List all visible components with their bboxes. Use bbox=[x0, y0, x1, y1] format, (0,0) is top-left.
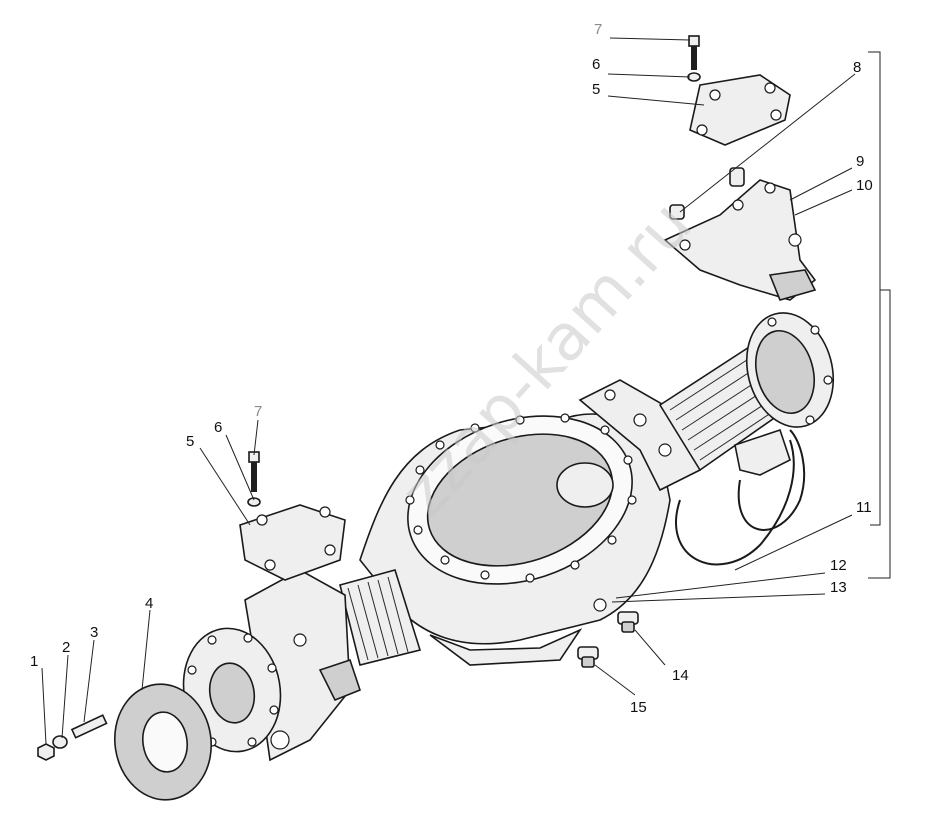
leader-lines bbox=[41, 37, 856, 745]
top-bolt bbox=[688, 35, 700, 70]
stud bbox=[70, 714, 108, 739]
label-11: 11 bbox=[856, 499, 872, 516]
label-5b: 5 bbox=[592, 81, 600, 98]
label-5a: 5 bbox=[186, 433, 194, 450]
label-7b: 7 bbox=[594, 21, 602, 38]
left-bolt bbox=[248, 451, 260, 492]
lock-washer bbox=[52, 735, 68, 749]
label-14: 14 bbox=[672, 667, 689, 684]
plug-15 bbox=[577, 646, 599, 668]
label-8: 8 bbox=[853, 59, 861, 76]
top-clamp-plate bbox=[689, 74, 791, 146]
left-axle-tube bbox=[182, 569, 422, 762]
label-7a: 7 bbox=[254, 403, 262, 420]
plug-14 bbox=[617, 611, 639, 633]
label-9: 9 bbox=[856, 153, 864, 170]
ring-bolt-holes bbox=[405, 413, 637, 583]
right-support-bracket bbox=[663, 179, 817, 301]
label-15: 15 bbox=[630, 699, 647, 716]
label-12: 12 bbox=[830, 557, 847, 574]
left-clamp-plate bbox=[239, 504, 346, 581]
callout-labels: 1 2 3 4 5 6 7 5 6 7 8 9 10 11 12 13 14 1… bbox=[30, 21, 873, 716]
label-10: 10 bbox=[856, 177, 873, 194]
label-13: 13 bbox=[830, 579, 847, 596]
label-1: 1 bbox=[30, 653, 38, 670]
label-6a: 6 bbox=[214, 419, 222, 436]
label-4: 4 bbox=[145, 595, 153, 612]
label-2: 2 bbox=[62, 639, 70, 656]
gasket bbox=[113, 683, 213, 801]
label-3: 3 bbox=[90, 624, 98, 641]
right-axle-tube bbox=[658, 312, 835, 476]
bushings bbox=[669, 167, 745, 220]
group-bracket bbox=[868, 51, 891, 579]
axle-housing bbox=[359, 379, 701, 666]
nut bbox=[37, 743, 55, 761]
label-6b: 6 bbox=[592, 56, 600, 73]
brake-pipes bbox=[675, 429, 806, 566]
left-washer bbox=[247, 497, 261, 507]
